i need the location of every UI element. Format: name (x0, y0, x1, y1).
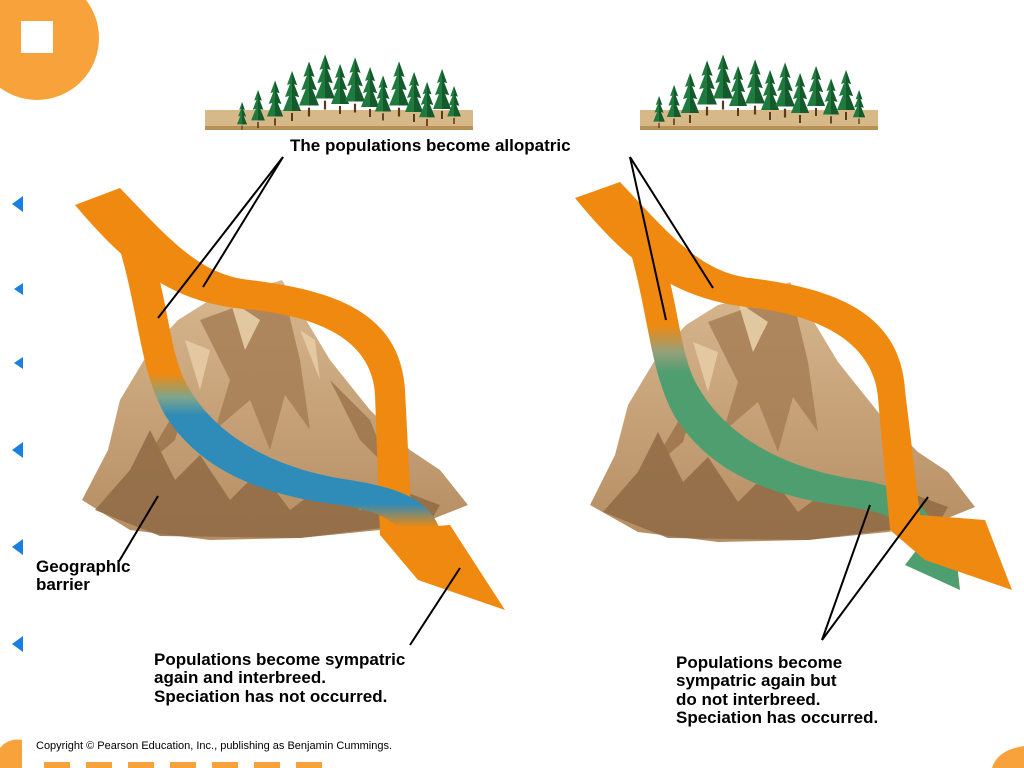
allopatric-label: The populations become allopatric (290, 136, 571, 155)
forest-right (640, 54, 878, 130)
footer-dash (254, 762, 280, 768)
bullet-arrow-icon (12, 196, 23, 212)
right-green-arrow (630, 250, 960, 590)
footer-dash (86, 762, 112, 768)
corner-badge (0, 0, 99, 100)
footer-dash (296, 762, 322, 768)
left-population-arrows (75, 188, 505, 610)
corner-arc-bottom-right (992, 746, 1024, 768)
footer-dash (128, 762, 154, 768)
footer-dash (170, 762, 196, 768)
copyright-text: Copyright © Pearson Education, Inc., pub… (36, 740, 393, 752)
corner-arc-bottom-left (0, 739, 22, 768)
right-outcome-label: Populations become sympatric again but d… (676, 653, 879, 728)
footer-dash (44, 762, 70, 768)
bullet-arrow-icon (14, 357, 23, 369)
bullet-arrow-icon (12, 442, 23, 458)
bullet-arrow-icon (12, 539, 23, 555)
right-orange-arrow (575, 182, 1012, 590)
left-blue-arrow (120, 250, 440, 545)
footer-dash (212, 762, 238, 768)
square-icon (21, 21, 53, 53)
bullet-arrow-icon (12, 636, 23, 652)
geographic-barrier-label: Geographic barrier (36, 557, 131, 595)
forest-left (205, 54, 473, 130)
leader-lines (117, 156, 929, 646)
bullet-arrow-icon (14, 283, 23, 295)
left-outcome-label: Populations become sympatric again and i… (154, 650, 406, 706)
right-population-arrows (575, 182, 1012, 590)
